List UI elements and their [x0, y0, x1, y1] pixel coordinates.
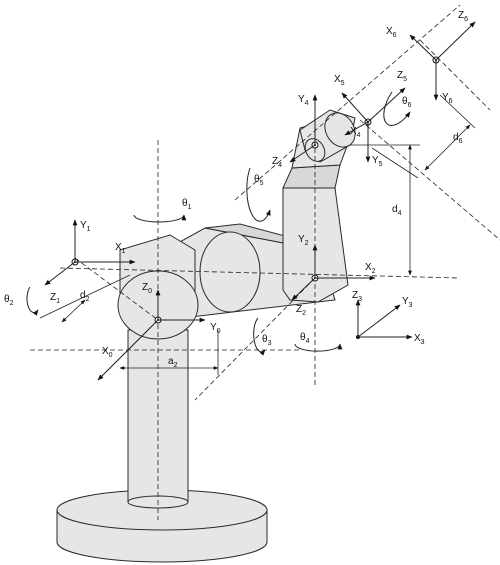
label-x6: X6	[386, 26, 397, 39]
label-z5: Z5	[397, 70, 407, 83]
label-y1: Y1	[80, 220, 91, 233]
label-y2: Y2	[298, 234, 309, 247]
label-d6: d6	[453, 132, 463, 145]
label-z1: Z1	[50, 292, 60, 305]
label-x4: X4	[350, 126, 361, 139]
a2-dimension	[119, 330, 219, 375]
frame-1	[44, 219, 136, 286]
frame-6	[409, 21, 476, 101]
label-y5: Y5	[372, 155, 383, 168]
label-theta4: θ4	[300, 332, 310, 345]
theta6-rotation-arrow	[383, 91, 411, 126]
label-y6: Y6	[442, 92, 453, 105]
frame-0	[97, 289, 206, 381]
wrist-joint	[299, 109, 356, 163]
label-z4: Z4	[272, 156, 282, 169]
label-theta3: θ3	[262, 334, 272, 347]
label-y0: Y0	[210, 322, 221, 335]
label-z0: Z0	[142, 282, 152, 295]
label-x2: X2	[365, 262, 376, 275]
label-x3: X3	[414, 333, 425, 346]
labels: Y1 X1 Z1 θ2 d2 θ1 Z0 Y0 X0 a2 Y4 Z4 θ5 X…	[4, 10, 468, 369]
theta4-rotation-arrow	[294, 343, 343, 352]
frame-4	[289, 94, 319, 163]
label-d2: d2	[80, 290, 90, 303]
theta1-rotation-arrow	[133, 214, 187, 223]
d4-dimension	[350, 144, 420, 276]
label-z3: Z3	[352, 290, 362, 303]
label-y3: Y3	[402, 296, 413, 309]
label-theta6: θ6	[402, 96, 412, 109]
frame-2	[291, 244, 376, 301]
label-y4: Y4	[298, 94, 309, 107]
label-theta2: θ2	[4, 294, 14, 307]
frame-5	[341, 87, 406, 163]
d2-dimension	[39, 274, 131, 323]
label-x0: X0	[102, 346, 113, 359]
theta2-rotation-arrow	[26, 286, 39, 316]
theta5-rotation-arrow	[246, 167, 271, 222]
label-z6: Z6	[458, 10, 468, 23]
label-theta1: θ1	[182, 198, 192, 211]
label-x1: X1	[115, 242, 126, 255]
label-z2: Z2	[296, 304, 306, 317]
theta3-rotation-arrow	[253, 317, 266, 356]
frame-3	[355, 299, 413, 340]
label-d4: d4	[392, 204, 402, 217]
label-a2: a2	[168, 356, 178, 369]
d6-dimension	[371, 94, 476, 179]
label-theta5: θ5	[254, 174, 264, 187]
label-x5: X5	[334, 74, 345, 87]
